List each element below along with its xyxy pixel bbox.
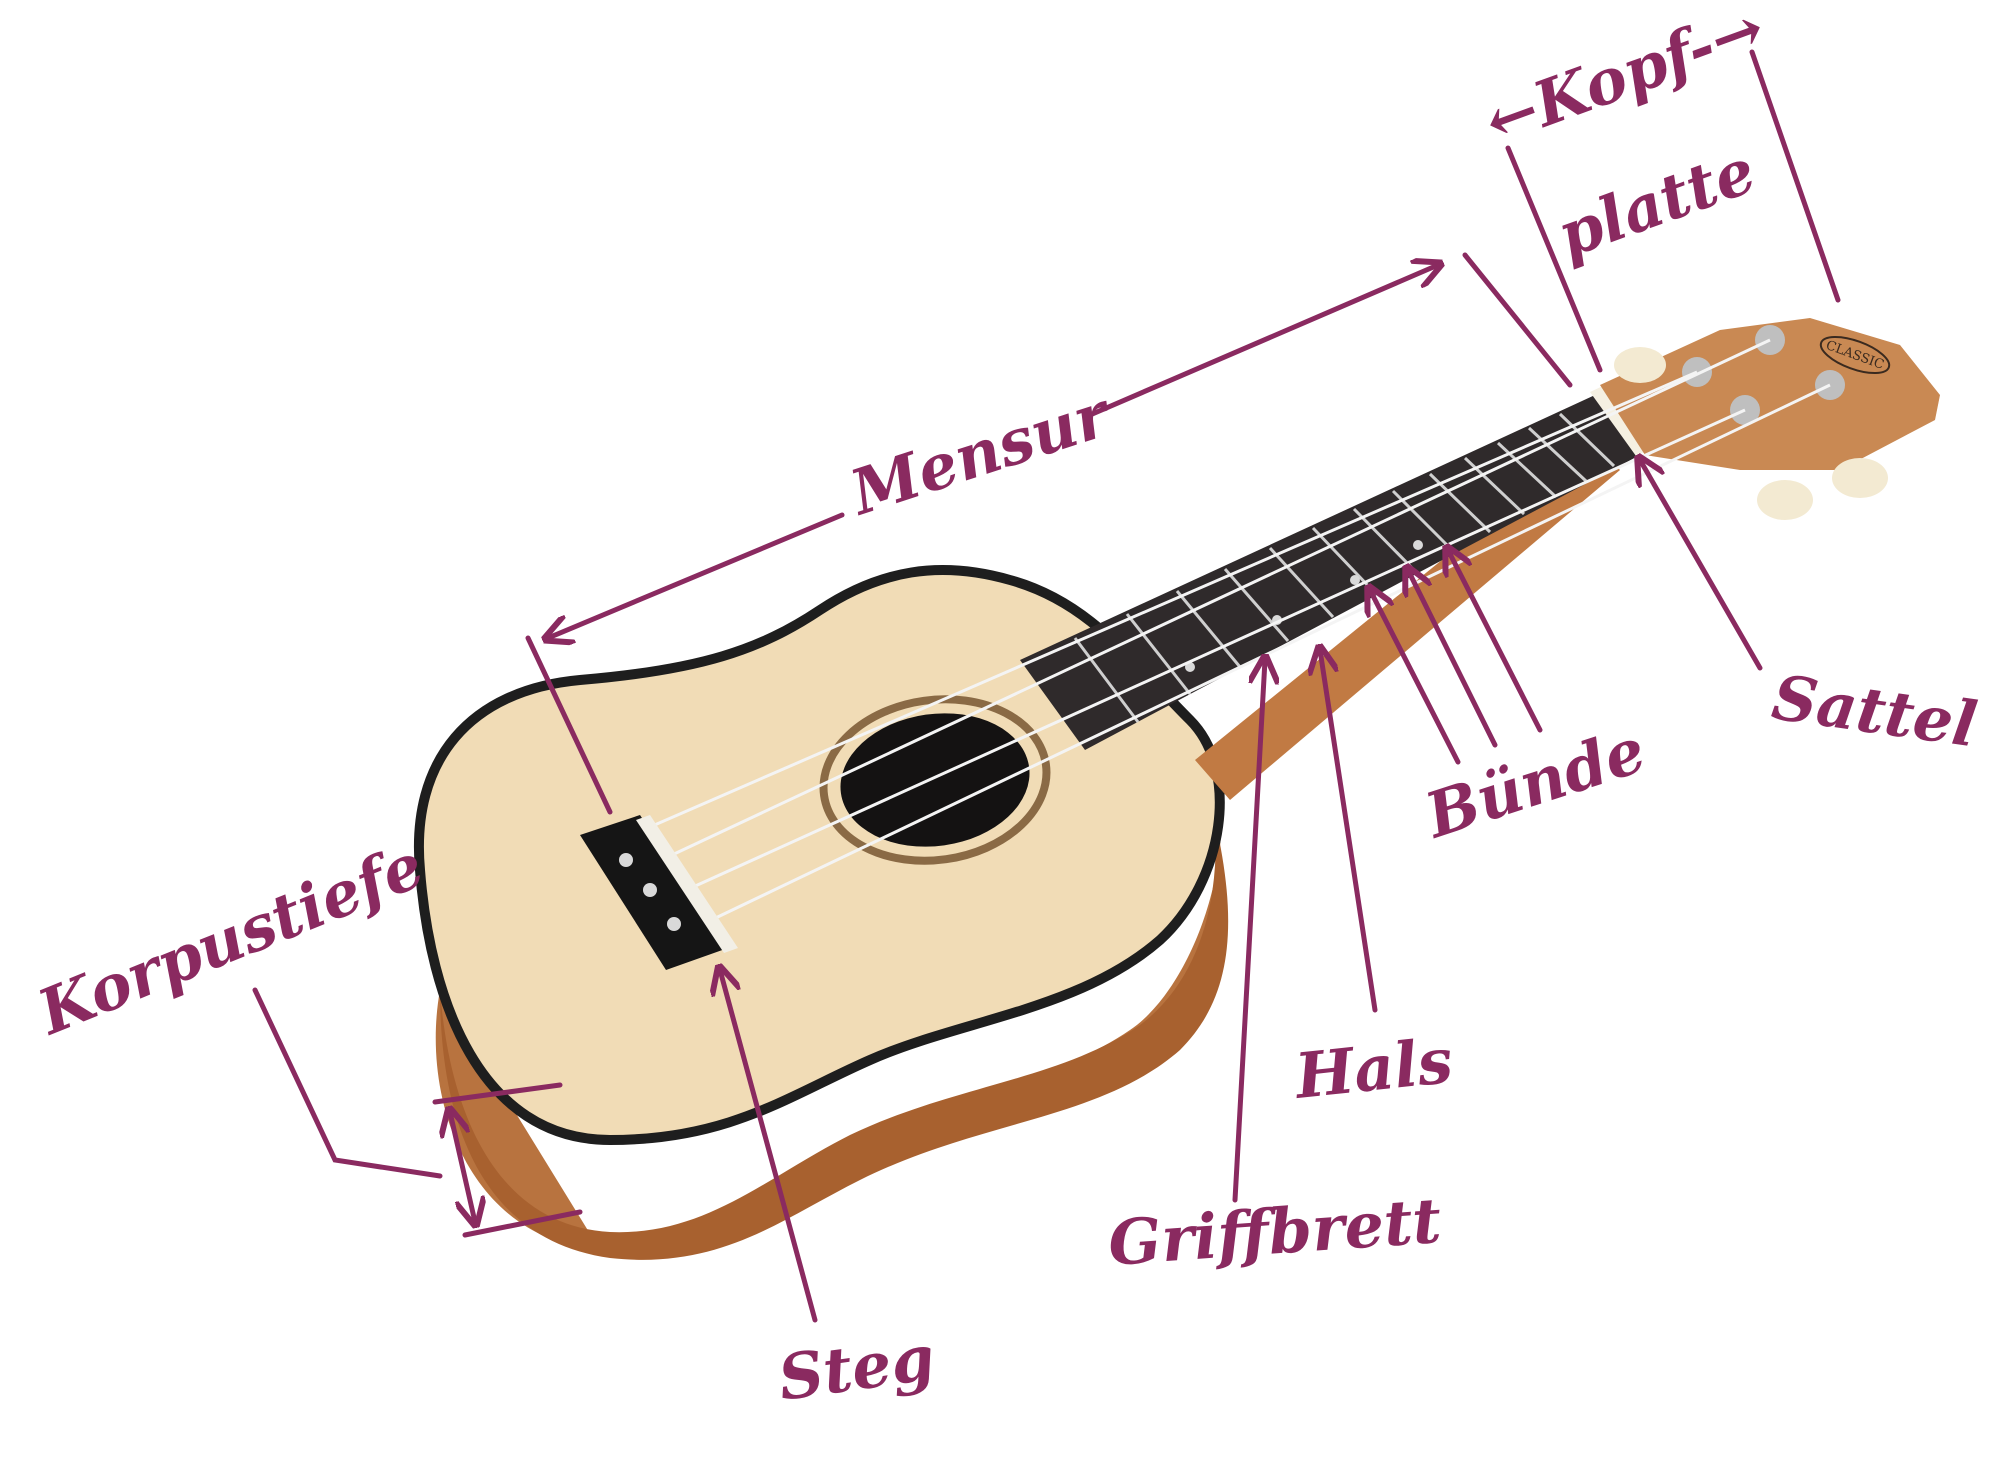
annotation-lines	[252, 49, 1841, 1323]
label-steg: Steg	[774, 1321, 939, 1415]
kopfplatte-left-line	[1505, 145, 1603, 373]
griffbrett-pointer	[1232, 660, 1265, 1203]
korpustiefe-arrow	[450, 1112, 475, 1222]
headstock-logo	[1819, 335, 1891, 375]
label-griffbrett: Griffbrett	[1106, 1184, 1444, 1280]
label-buende: Bünde	[1415, 713, 1654, 853]
label-korpustiefe: Korpustiefe	[26, 829, 433, 1050]
mensur-nut-line	[1462, 252, 1573, 388]
korpustiefe-leader	[252, 987, 443, 1179]
kopfplatte-right-line	[1749, 49, 1841, 303]
buende-pointer-3	[1448, 550, 1543, 733]
frets	[1073, 412, 1616, 723]
hals-pointer	[1320, 650, 1378, 1013]
label-hals: Hals	[1290, 1024, 1456, 1113]
sound-hole	[840, 713, 1030, 847]
headstock	[1600, 318, 1940, 470]
label-sattel: Sattel	[1768, 661, 1981, 762]
ukulele-illustration: CLASSIC	[413, 318, 1940, 1260]
korpustiefe-top-line	[432, 1082, 563, 1105]
body-side-lower	[440, 820, 1229, 1260]
neck	[1195, 440, 1620, 800]
bridge	[580, 815, 738, 970]
fretboard	[1020, 395, 1640, 750]
sattel-pointer	[1640, 460, 1763, 671]
sound-hole-ring	[819, 695, 1051, 865]
mensur-arrow-left	[548, 512, 845, 638]
steg-pointer	[720, 970, 818, 1323]
buende-pointer-2	[1408, 570, 1498, 748]
mensur-arrow-right	[1087, 265, 1438, 418]
label-mensur: Mensur	[840, 376, 1121, 530]
label-kopfplatte-line1: ←Kopf-→	[1475, 0, 1774, 159]
mensur-bridge-line	[525, 635, 613, 815]
buende-pointer-1	[1370, 590, 1461, 765]
label-kopfplatte-line2: platte	[1548, 134, 1764, 272]
